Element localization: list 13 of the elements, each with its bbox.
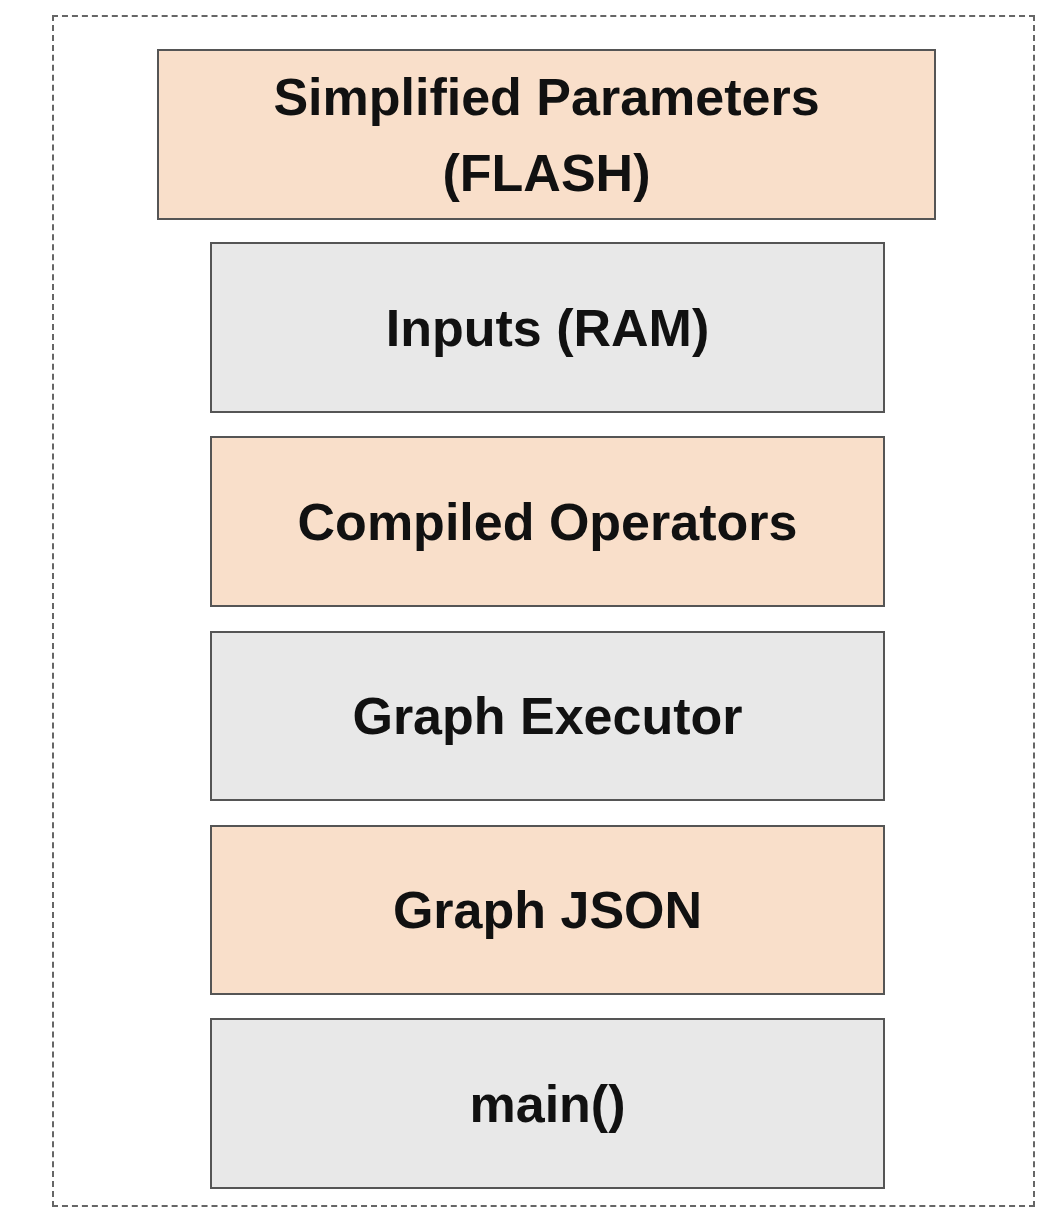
block-label: Graph Executor (352, 686, 743, 747)
block-label: Compiled Operators (297, 491, 798, 553)
block-label: Inputs (RAM) (385, 297, 710, 359)
dashed-frame (52, 15, 1035, 1207)
memory-block (210, 242, 885, 413)
block-label: main() (469, 1073, 626, 1135)
memory-block (210, 631, 885, 801)
block-label: Simplified Parameters (FLASH) (272, 66, 821, 204)
memory-block (210, 825, 885, 995)
memory-block (157, 49, 936, 220)
memory-block (210, 436, 885, 607)
memory-block (210, 1018, 885, 1189)
block-label: Graph JSON (392, 880, 703, 941)
